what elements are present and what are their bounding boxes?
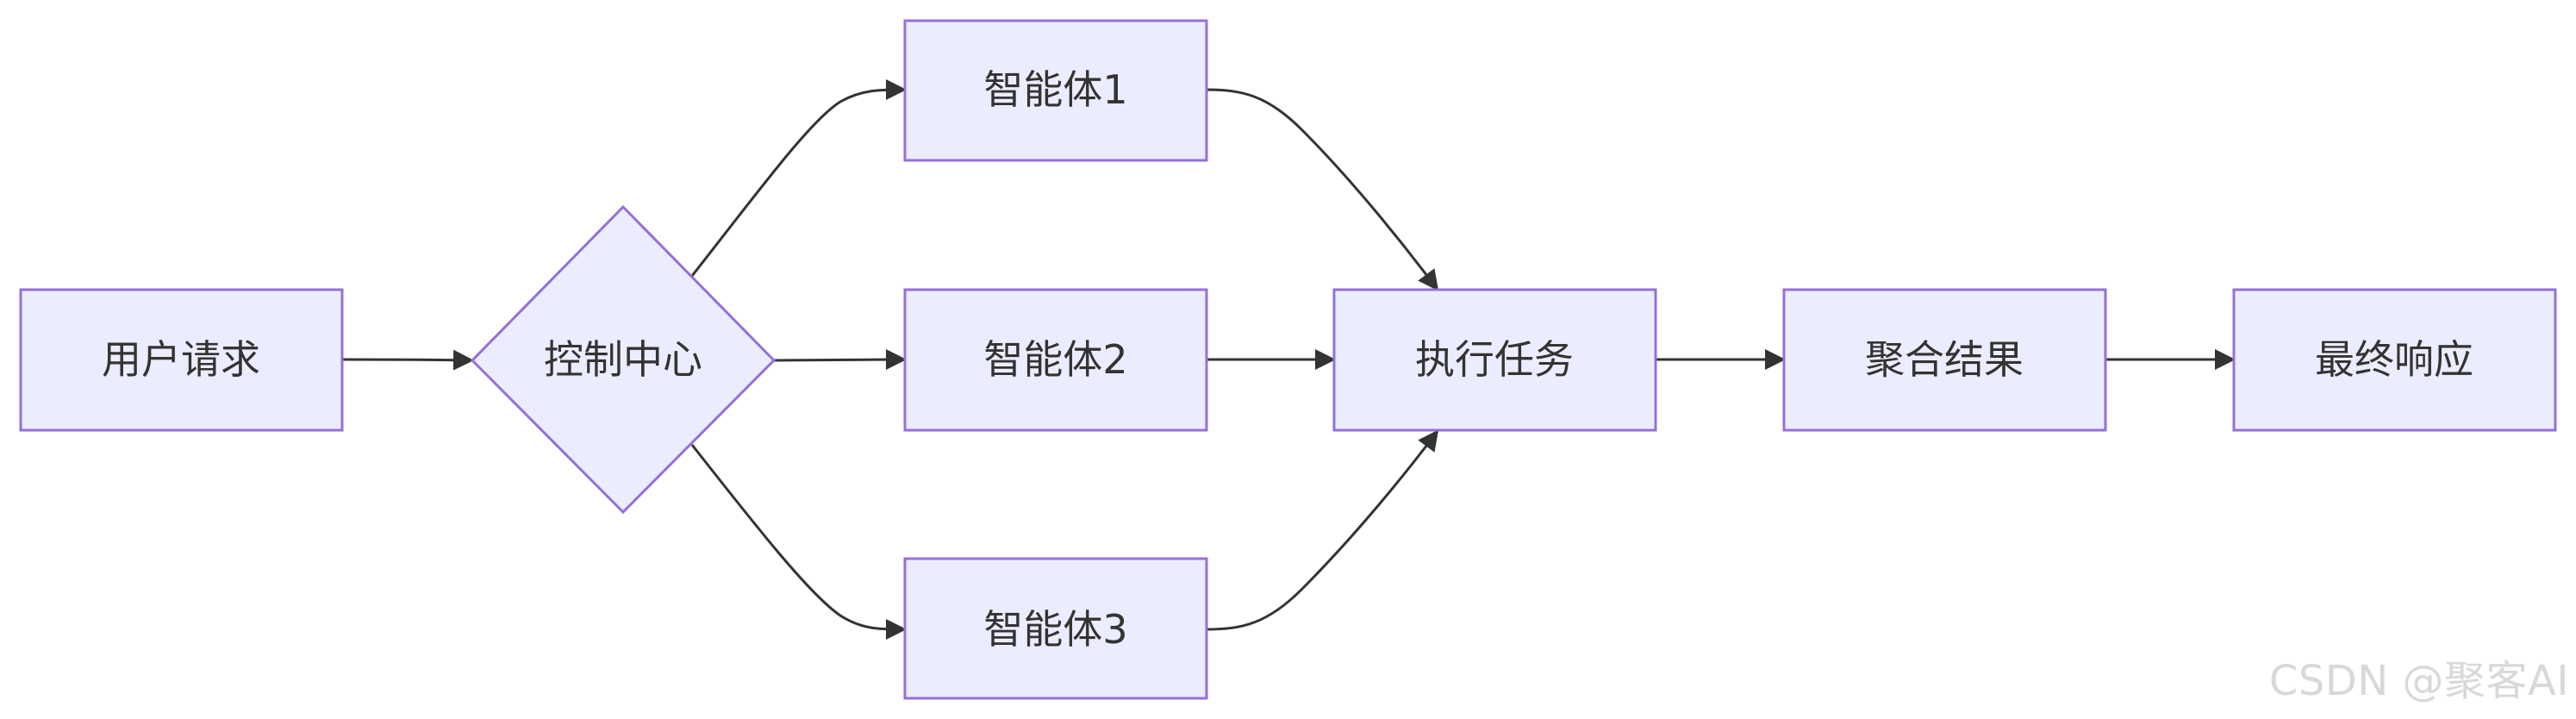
aggregate-results-box [1782,288,2107,432]
control-center-diamond [470,204,777,515]
user-request-box [19,288,344,432]
edge-agent3-to-execute-task [1206,429,1439,631]
edge-control-center-to-agent3 [690,444,907,640]
edges [341,79,2236,640]
edge-agent1-to-execute-task [1206,88,1439,291]
agent2-box [903,288,1208,432]
agent1-label: 智能体1 [983,66,1127,113]
agent3-label: 智能体3 [983,606,1127,653]
agent3-box [903,557,1208,700]
node-agent3: 智能体3 [903,557,1208,700]
aggregate-results-label: 聚合结果 [1865,336,2024,383]
node-execute-task: 执行任务 [1332,288,1657,432]
agent1-box [903,19,1208,162]
agent2-label: 智能体2 [983,336,1127,383]
node-agent2: 智能体2 [903,288,1208,432]
node-agent1: 智能体1 [903,19,1208,162]
user-request-label: 用户请求 [102,336,260,383]
watermark: CSDN @聚客AI [2268,657,2569,705]
node-aggregate-results: 聚合结果 [1782,288,2107,432]
final-response-label: 最终响应 [2315,336,2473,383]
execute-task-box [1332,288,1657,432]
node-user-request: 用户请求 [19,288,344,432]
edge-control-center-to-agent1 [690,79,907,277]
final-response-box [2232,288,2557,432]
control-center-label: 控制中心 [544,336,702,383]
node-control-center: 控制中心 [470,204,777,515]
node-final-response: 最终响应 [2232,288,2557,432]
execute-task-label: 执行任务 [1415,336,1574,383]
